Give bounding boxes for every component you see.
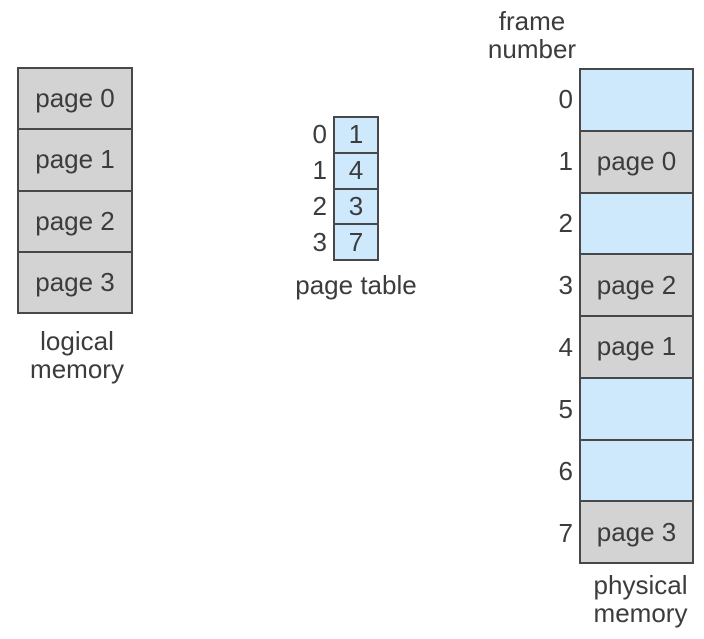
physical-memory-frame: page 1 <box>581 315 692 377</box>
physical-memory-frame: page 2 <box>581 253 692 315</box>
physical-memory-label: physical memory <box>593 570 688 628</box>
logical-memory-cell: page 2 <box>19 189 131 251</box>
frame-number: 3 <box>558 269 573 300</box>
frame-number: 4 <box>558 331 573 362</box>
page-table-index: 0 <box>312 118 327 149</box>
frame-content: page 2 <box>596 269 677 300</box>
page-table-index-column: 0 1 2 3 <box>291 116 327 261</box>
page-table-entry: 7 <box>335 223 377 259</box>
page-table-label: page table <box>295 270 417 300</box>
page-table-index: 2 <box>312 191 327 222</box>
page-table-index: 3 <box>312 227 327 258</box>
logical-cell-label: page 1 <box>35 144 115 175</box>
page-table-box: 1 4 3 7 <box>333 116 379 261</box>
physical-memory-frame <box>581 438 692 501</box>
page-table-value: 4 <box>348 155 364 186</box>
logical-cell-label: page 3 <box>35 266 115 297</box>
page-table-entry: 4 <box>335 151 377 188</box>
logical-memory-cell: page 3 <box>19 250 131 312</box>
page-table-index: 1 <box>312 154 327 185</box>
physical-memory-frame <box>581 70 692 130</box>
frame-content: page 3 <box>596 516 677 547</box>
physical-memory-frame <box>581 376 692 439</box>
physical-memory-frame: page 0 <box>581 129 692 192</box>
frame-number: 2 <box>558 207 573 238</box>
logical-memory-label: logical memory <box>30 326 124 384</box>
frame-content: page 0 <box>596 146 677 177</box>
frame-number: 6 <box>558 455 573 486</box>
page-table-entry: 3 <box>335 187 377 224</box>
frame-number-header: frame number <box>487 6 577 64</box>
logical-memory-cell: page 0 <box>19 69 131 129</box>
logical-cell-label: page 2 <box>35 205 115 236</box>
frame-number: 0 <box>558 83 573 114</box>
page-table-value: 7 <box>348 226 364 257</box>
physical-memory-box: page 0 page 2 page 1 page 3 <box>579 68 694 564</box>
physical-memory-frame <box>581 191 692 254</box>
page-table-entry: 1 <box>335 118 377 152</box>
logical-memory-box: page 0 page 1 page 2 page 3 <box>17 67 133 314</box>
page-table-value: 3 <box>348 190 364 221</box>
frame-number: 7 <box>558 517 573 548</box>
frame-content: page 1 <box>596 331 677 362</box>
frame-number-column: 0 1 2 3 4 5 6 7 <box>533 68 573 564</box>
frame-number: 1 <box>558 145 573 176</box>
physical-memory-frame: page 3 <box>581 500 692 562</box>
frame-number: 5 <box>558 393 573 424</box>
logical-cell-label: page 0 <box>35 83 115 114</box>
logical-memory-cell: page 1 <box>19 128 131 190</box>
page-table-value: 1 <box>348 119 364 150</box>
